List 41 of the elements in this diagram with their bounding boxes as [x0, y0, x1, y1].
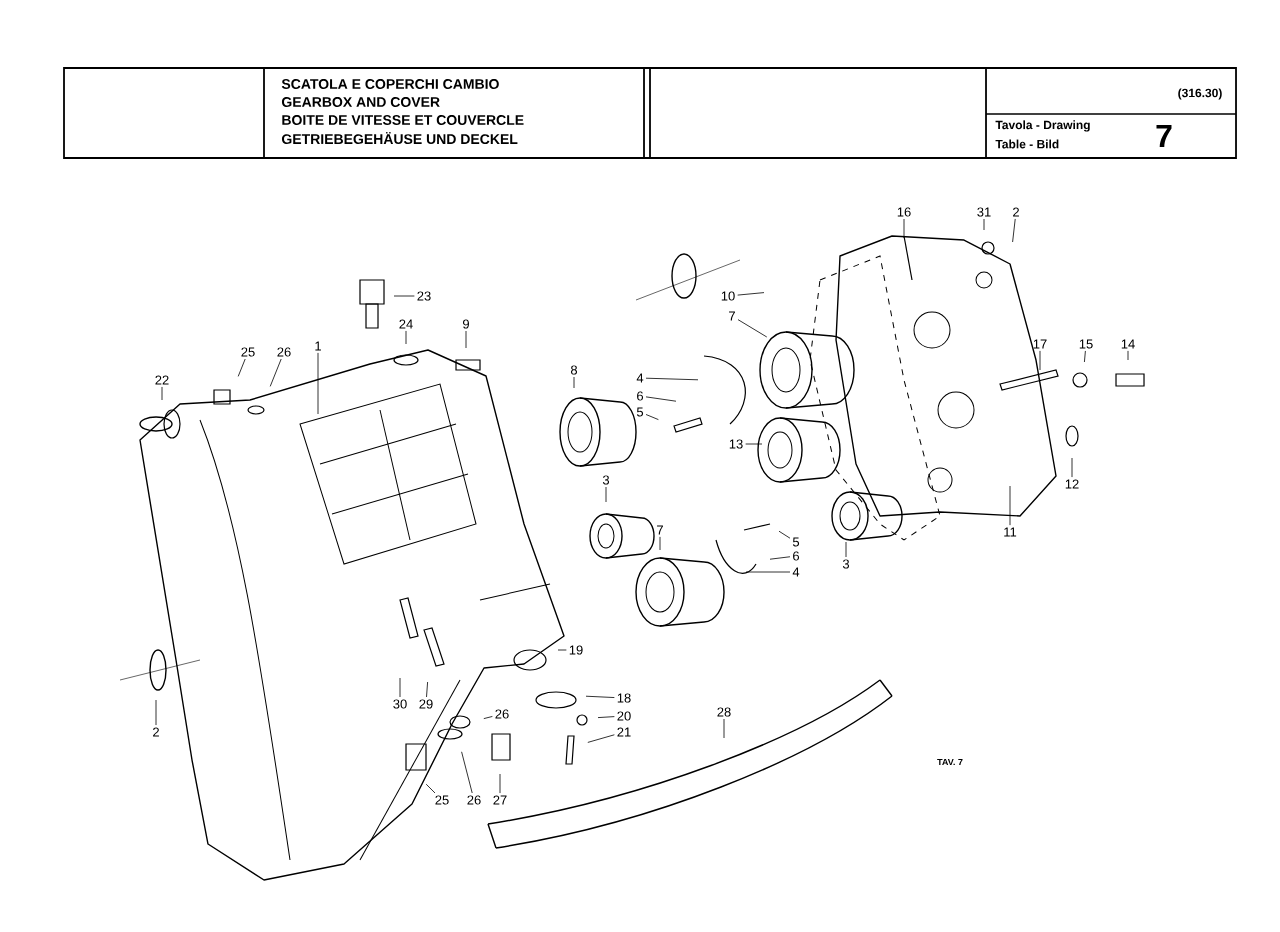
- leader-line: [393, 295, 415, 297]
- leader-line: [1084, 350, 1086, 363]
- leader-line: [903, 218, 905, 239]
- leader-line: [461, 751, 473, 794]
- leader-line: [317, 352, 319, 415]
- leader-line: [426, 681, 428, 698]
- leader-line: [483, 716, 493, 719]
- leader-line: [737, 319, 768, 338]
- leader-line: [269, 358, 282, 387]
- leader-line: [645, 414, 659, 420]
- leader-line: [465, 330, 467, 349]
- leader-line: [557, 649, 567, 651]
- leader-line: [983, 218, 985, 231]
- leader-line: [573, 376, 575, 389]
- leader-line: [769, 556, 791, 560]
- leader-line: [845, 541, 847, 558]
- leader-line: [745, 443, 763, 445]
- leader-line: [155, 699, 157, 726]
- leader-line: [737, 292, 765, 296]
- leader-line: [1009, 485, 1011, 526]
- leader-line: [745, 571, 791, 573]
- leader-line: [585, 695, 615, 698]
- leader-line: [645, 396, 677, 402]
- leader-line: [659, 536, 661, 551]
- leader-line: [1039, 350, 1041, 371]
- leader-line: [723, 718, 725, 739]
- leader-line: [1012, 218, 1016, 243]
- leader-line: [499, 773, 501, 794]
- table-number: 7: [1156, 125, 1172, 147]
- leader-line: [778, 530, 791, 539]
- leader-line: [399, 677, 401, 698]
- leader-line: [587, 734, 615, 743]
- leader-line: [645, 377, 699, 381]
- leader-line: [597, 716, 615, 718]
- leader-line: [605, 486, 607, 503]
- leader-line: [405, 330, 407, 345]
- leader-line: [425, 783, 436, 794]
- leader-line: [1071, 457, 1073, 478]
- leader-line: [237, 358, 246, 377]
- leader-line: [161, 386, 163, 401]
- leader-line: [1127, 350, 1129, 361]
